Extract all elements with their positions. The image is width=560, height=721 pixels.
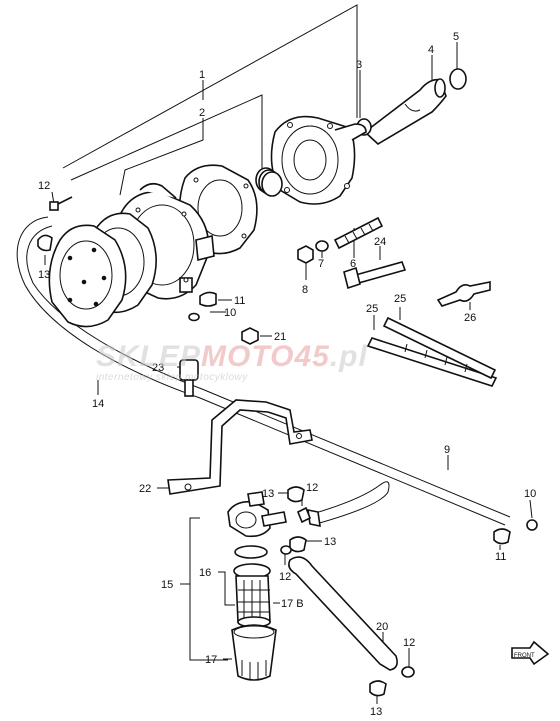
callout-6: 6 bbox=[350, 258, 356, 270]
callout-12a: 12 bbox=[38, 180, 50, 192]
hose-20 bbox=[288, 556, 398, 671]
vacuum-hose-4 bbox=[363, 78, 447, 145]
callout-26: 26 bbox=[464, 312, 476, 324]
diaphragm-2 bbox=[178, 164, 258, 255]
clip-11-lower bbox=[493, 528, 511, 545]
callout-1: 1 bbox=[199, 69, 205, 81]
o-ring-16 bbox=[233, 545, 271, 579]
callout-13d: 13 bbox=[370, 706, 382, 718]
clip-13-left bbox=[37, 234, 53, 252]
callout-4: 4 bbox=[428, 44, 434, 56]
callout-12b: 12 bbox=[306, 482, 318, 494]
callout-16: 16 bbox=[199, 567, 211, 579]
callout-11a: 11 bbox=[234, 295, 245, 307]
callout-13c: 13 bbox=[324, 536, 336, 548]
callout-2: 2 bbox=[199, 107, 205, 119]
washer-7 bbox=[315, 240, 329, 252]
callout-8: 8 bbox=[302, 284, 308, 296]
clip-13-mid bbox=[289, 536, 307, 553]
ring-12-lower bbox=[401, 666, 415, 678]
callout-13b: 13 bbox=[262, 488, 274, 500]
callout-12c: 12 bbox=[279, 571, 291, 583]
callout-15: 15 bbox=[161, 579, 173, 591]
callout-labels: 1 2 3 4 5 6 7 8 9 10 10 11 11 12 12 12 1… bbox=[38, 31, 536, 718]
bracket-22 bbox=[167, 399, 313, 495]
leader-lines bbox=[44, 4, 533, 704]
filter-17b bbox=[235, 575, 271, 628]
pump-cover bbox=[270, 115, 367, 205]
o-ring-5 bbox=[449, 68, 467, 90]
callout-25a: 25 bbox=[394, 293, 406, 305]
ring-10-upper bbox=[188, 312, 200, 322]
callout-21: 21 bbox=[274, 331, 286, 343]
callout-24: 24 bbox=[374, 236, 386, 248]
callout-14: 14 bbox=[92, 398, 104, 410]
nut-8 bbox=[297, 245, 314, 264]
callout-17b: 17 B bbox=[281, 598, 304, 610]
callout-13a: 13 bbox=[38, 269, 50, 281]
callout-9: 9 bbox=[444, 444, 450, 456]
ring-10-lower bbox=[526, 519, 538, 531]
hose-9 bbox=[307, 481, 390, 528]
callout-17: 17 bbox=[205, 654, 217, 666]
ring-12-cock bbox=[296, 506, 312, 524]
fuel-hose-14 bbox=[16, 216, 511, 526]
callout-12d: 12 bbox=[403, 637, 415, 649]
bolt-24 bbox=[343, 261, 407, 290]
screw-23 bbox=[179, 359, 199, 397]
clip-13-bottom bbox=[369, 680, 387, 697]
filter-bowl-17 bbox=[231, 624, 277, 681]
callout-20: 20 bbox=[376, 621, 388, 633]
callout-5: 5 bbox=[453, 31, 459, 43]
callout-10b: 10 bbox=[524, 488, 536, 500]
bracket-26 bbox=[436, 281, 491, 307]
callout-23: 23 bbox=[152, 362, 164, 374]
callout-11b: 11 bbox=[495, 551, 506, 563]
spring bbox=[255, 167, 283, 197]
callout-10a: 10 bbox=[224, 307, 236, 319]
callout-7: 7 bbox=[318, 258, 324, 270]
ring-12-mid bbox=[280, 545, 292, 555]
screw-12-top bbox=[49, 196, 73, 211]
callout-3: 3 bbox=[356, 59, 362, 71]
bolt-6 bbox=[333, 216, 384, 250]
rubber-rods-25 bbox=[366, 316, 498, 387]
callout-22: 22 bbox=[139, 483, 151, 495]
front-cover bbox=[48, 224, 127, 328]
svg-text:FRONT: FRONT bbox=[514, 653, 535, 659]
bolt-21 bbox=[241, 327, 259, 345]
clip-13-upper-cock bbox=[287, 486, 305, 503]
fuel-cock-15 bbox=[227, 491, 287, 538]
callout-25b: 25 bbox=[366, 303, 378, 315]
front-arrow-icon: FRONT bbox=[511, 640, 550, 666]
clip-11-upper bbox=[199, 291, 217, 307]
